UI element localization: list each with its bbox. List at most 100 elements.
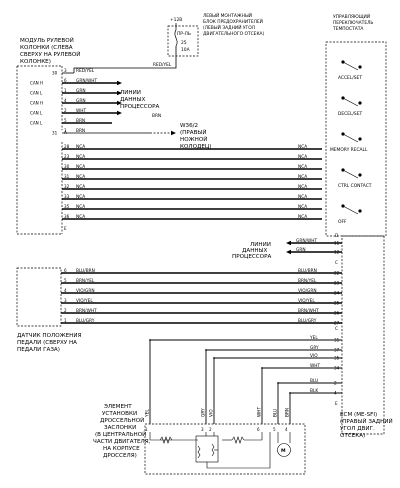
nca-label-left: NCA [76, 204, 85, 210]
ecm-letter-e: E [335, 401, 338, 406]
steering-pin-number: 5 [64, 118, 67, 123]
data-line-arrow-icon [286, 249, 291, 255]
steering-pin-wire-color: GRN [76, 88, 86, 94]
ecm: ECM (ME-SFI) (ПРАВЫЙ ЗАДНИЙ УГОЛ ДВИГ. О… [232, 233, 393, 439]
throttle-wire-color-vertical: BLU [273, 409, 279, 417]
svg-text:(ЛЕВЫЙ ЗАДНИЙ УГОЛ: (ЛЕВЫЙ ЗАДНИЙ УГОЛ [203, 24, 255, 31]
junction-dot [205, 349, 207, 351]
steering-pin-wire-color: RED/YEL [76, 68, 95, 74]
fuse-block-label: ЛЕВЫЙ МОНТАЖНЫЙ БЛОК ПРЕДОХРАНИТЕЛЕЙ (ЛЕ… [203, 12, 265, 37]
data-line-arrow-icon [117, 80, 122, 86]
svg-text:УСТАНОВКИ: УСТАНОВКИ [102, 411, 137, 417]
pedal-sensor-label: ДАТЧИК ПОЛОЖЕНИЯ ПЕДАЛИ (СВЕРХУ НА ПЕДАЛ… [17, 333, 82, 353]
svg-text:ДАТЧИК ПОЛОЖЕНИЯ: ДАТЧИК ПОЛОЖЕНИЯ [17, 333, 82, 339]
pedal-sensor-pin: 4 [64, 288, 67, 293]
svg-text:ЛИНИИ: ЛИНИИ [120, 90, 141, 96]
svg-text:(ПРАВЫЙ ЗАДНИЙ: (ПРАВЫЙ ЗАДНИЙ [340, 418, 393, 425]
pedal-sensor-pin: 5 [64, 278, 67, 283]
steering-pin-number: 3 [64, 68, 67, 73]
svg-text:СВЕРХУ НА РУЛЕВОЙ: СВЕРХУ НА РУЛЕВОЙ [20, 51, 80, 58]
cruise-switch: УПРАВЛЯЮЩИЙ ПЕРЕКЛЮЧАТЕЛЬ ТЕМПОСТАТА ACC… [325, 13, 387, 237]
throttle-wire-color-vertical: VIO [209, 409, 215, 417]
pedal-wire-color-right: VIO/YEL [298, 298, 315, 304]
steering-pin-side: CAN L [30, 91, 43, 96]
ecm-pedal-pin-number: 27 [334, 321, 340, 326]
ecm-throttle-pin-number: 2 [334, 381, 337, 386]
pedal-sensor-pin: 3 [64, 298, 67, 303]
nca-pin-number: 30 [64, 164, 70, 169]
ecm-pedal-pin-number: 22 [334, 271, 340, 276]
switch-lever [342, 61, 359, 71]
svg-text:ЛЕВЫЙ МОНТАЖНЫЙ: ЛЕВЫЙ МОНТАЖНЫЙ [203, 12, 252, 19]
ecm-throttle-wire-color: WHT [310, 363, 320, 369]
ecm-throttle-pin-number: 37 [334, 348, 340, 353]
junction-dot [149, 339, 151, 341]
svg-text:ДВИГАТЕЛЬНОГО ОТСЕКА): ДВИГАТЕЛЬНОГО ОТСЕКА) [203, 31, 265, 37]
steering-pin-wire-color: WHT [76, 108, 86, 114]
svg-text:КОЛОДЕЦ): КОЛОДЕЦ) [180, 144, 211, 150]
ecm-outline [341, 235, 385, 435]
ecm-letter-c: C [335, 260, 338, 265]
pedal-wire-color-left: VIO/YEL [76, 298, 93, 304]
data-line-arrow-icon [117, 110, 122, 116]
feed-wire [73, 46, 177, 73]
svg-text:ДРОССЕЛЯ): ДРОССЕЛЯ) [103, 453, 137, 459]
switch-lever [342, 97, 359, 107]
svg-text:ЧАСТИ ДВИГАТЕЛЯ,: ЧАСТИ ДВИГАТЕЛЯ, [93, 439, 151, 445]
steering-module: МОДУЛЬ РУЛЕВОЙ КОЛОНКИ (СЛЕВА СВЕРХУ НА … [16, 37, 322, 235]
switch-position-label: CTRL CONTACT [338, 183, 372, 189]
switch-position-label: DECEL/SET [338, 111, 362, 117]
switch-position: OFF [338, 204, 362, 225]
fuse-name: ПР-ЛЬ [177, 31, 191, 37]
throttle-wire-color-vertical: YEL [145, 409, 151, 418]
pedal-wire-color-right: BLU/BRN [298, 268, 317, 274]
switch-position: DECEL/SET [338, 96, 362, 117]
power-section: +12В ПР-ЛЬ 25 10A ЛЕВЫЙ МОНТАЖНЫЙ БЛОК П… [73, 12, 265, 73]
switch-position: MEMORY RECALL [330, 132, 368, 153]
svg-text:ЗАСЛОНКИ: ЗАСЛОНКИ [104, 425, 136, 431]
pedal-sensor-pin: 1 [64, 318, 67, 323]
svg-text:ПЕДАЛИ ГАЗА): ПЕДАЛИ ГАЗА) [17, 347, 60, 353]
nca-pin-number: 33 [64, 194, 70, 199]
fuse-number: 25 [181, 40, 187, 46]
svg-text:КОЛОНКИ (СЛЕВА: КОЛОНКИ (СЛЕВА [20, 45, 73, 51]
motor-icon [277, 443, 291, 457]
nca-label-left: NCA [76, 154, 85, 160]
steering-pin-wire-color: GRN [76, 98, 86, 104]
throttle-wire-color-vertical: WHT [257, 407, 263, 417]
steering-module-label: МОДУЛЬ РУЛЕВОЙ КОЛОНКИ (СЛЕВА СВЕРХУ НА … [20, 37, 80, 65]
svg-text:W36/2: W36/2 [180, 123, 198, 129]
steering-pin-number: 4 [64, 98, 67, 103]
pedal-wire-color-right: BRN/YEL [298, 278, 317, 284]
ecm-throttle-wire-color: YEL [309, 335, 318, 341]
steering-pin-number: 6 [64, 78, 67, 83]
throttle-pin-number: 4 [285, 427, 288, 432]
switch-contact-icon [358, 209, 362, 213]
data-line-arrow-icon [286, 240, 291, 246]
data-line-arrow-icon [117, 90, 122, 96]
svg-text:(ПРАВЫЙ: (ПРАВЫЙ [180, 129, 207, 136]
feed-wire-label: RED/YEL [153, 62, 172, 68]
switch-contact-icon [358, 65, 362, 69]
pedal-sensor-pin: 6 [64, 268, 67, 273]
svg-text:МОДУЛЬ РУЛЕВОЙ: МОДУЛЬ РУЛЕВОЙ [20, 37, 74, 44]
nca-pin-number: 36 [64, 214, 70, 219]
throttle-pin-number: 1 [145, 427, 148, 432]
ecm-letter-d: D [335, 233, 338, 238]
throttle-label: ЭЛЕМЕНТ УСТАНОВКИ ДРОССЕЛЬНОЙ ЗАСЛОНКИ (… [93, 404, 151, 459]
steering-pin-wire-color: BRN [76, 128, 85, 134]
